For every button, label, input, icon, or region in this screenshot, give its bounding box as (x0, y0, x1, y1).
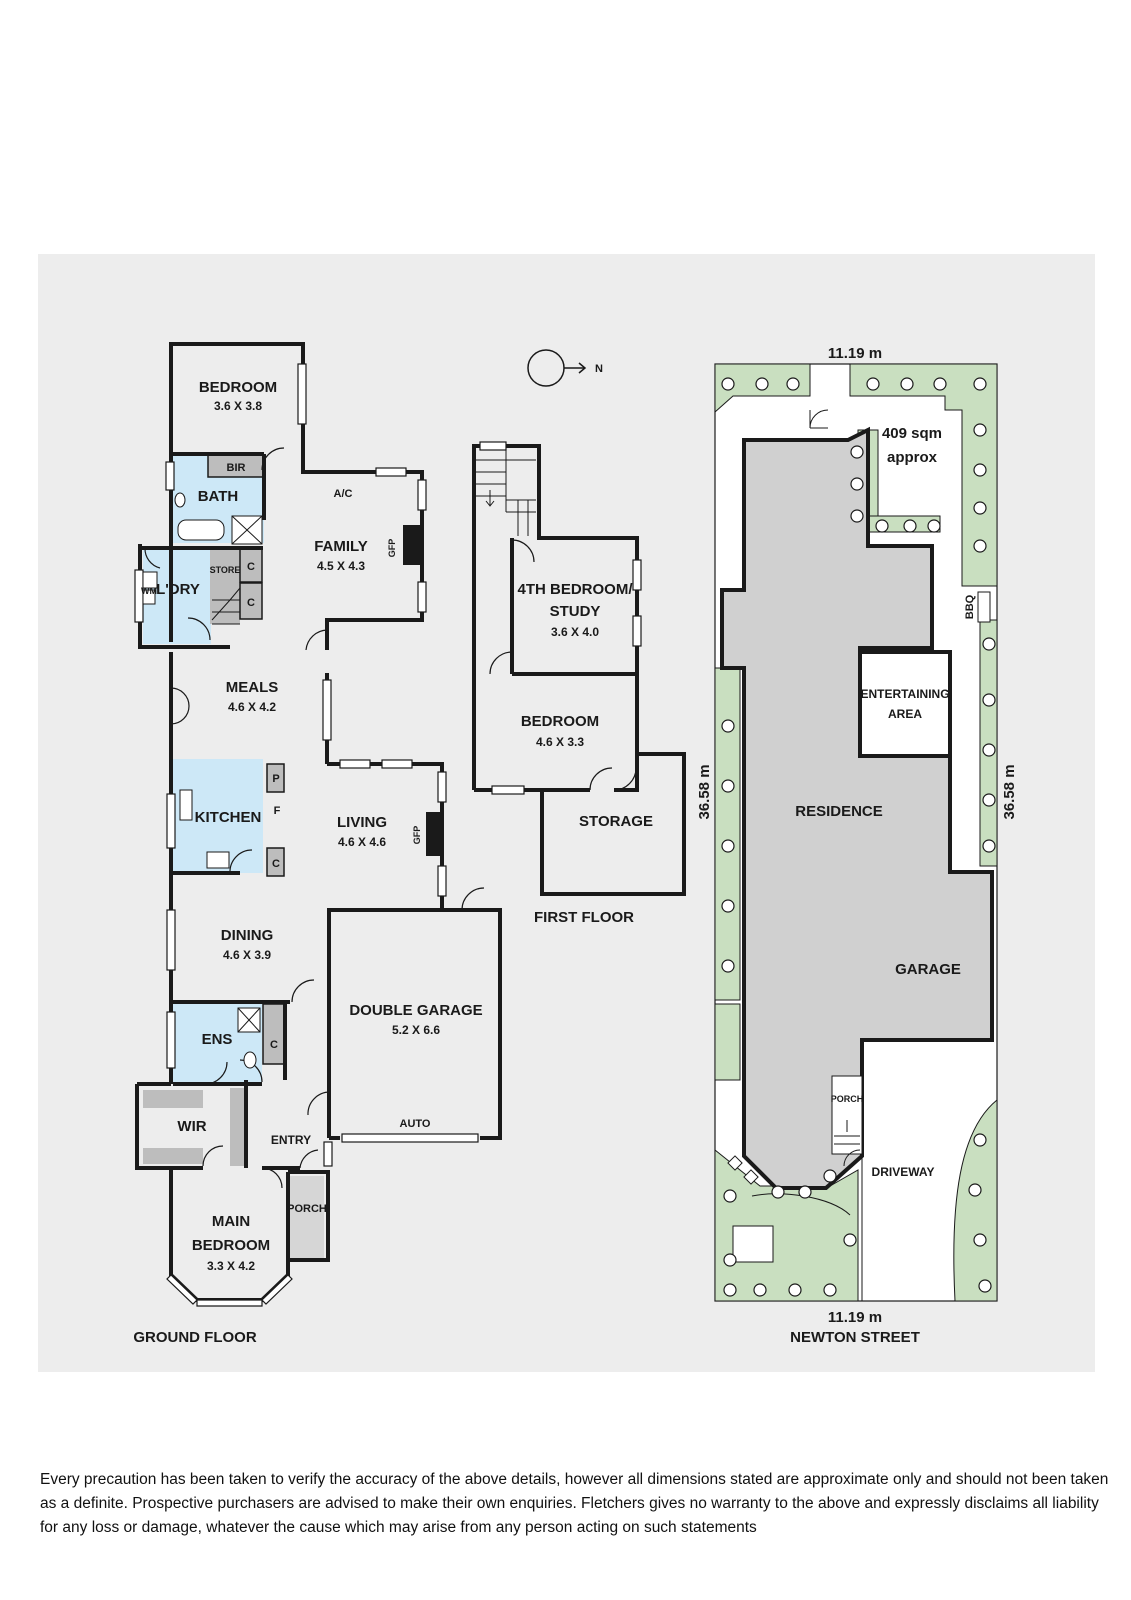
size-study: 3.6 X 4.0 (551, 625, 599, 639)
pantry (266, 763, 285, 793)
label-bbq: BBQ (964, 594, 976, 619)
bbq-unit (977, 591, 991, 623)
fireplace-living (426, 812, 443, 856)
site-plan: 11.19 m 409 sqm approx BBQ ENTERTAINING … (696, 345, 1018, 1346)
street-name: NEWTON STREET (790, 1329, 920, 1346)
label-gfp-family: GFP (387, 539, 397, 558)
label-store: STORE (210, 565, 241, 575)
size-main-bedroom: 3.3 X 4.2 (207, 1259, 255, 1273)
label-ac: A/C (334, 488, 353, 500)
compass-north-label: N (595, 363, 603, 375)
site-top-dimension: 11.19 m (828, 345, 882, 362)
site-right-dimension: 36.58 m (1001, 764, 1018, 819)
label-residence: RESIDENCE (795, 803, 883, 820)
label-bir: BIR (227, 462, 246, 474)
size-double-garage: 5.2 X 6.6 (392, 1023, 440, 1037)
disclaimer-text: Every precaution has been taken to verif… (40, 1471, 1109, 1536)
label-pantry: P (272, 773, 279, 785)
label-laundry: L'DRY (156, 581, 200, 598)
residence-footprint (720, 426, 994, 1190)
label-fridge: F (274, 805, 281, 817)
site-left-dimension: 36.58 m (696, 764, 713, 819)
cupboard-3 (266, 847, 285, 877)
label-entry: ENTRY (271, 1133, 311, 1147)
label-c1: C (247, 561, 255, 573)
size-dining: 4.6 X 3.9 (223, 948, 271, 962)
label-gfp-living: GFP (412, 826, 422, 845)
label-study-2: STUDY (550, 603, 601, 620)
label-c2: C (247, 597, 255, 609)
cupboard-2 (239, 582, 263, 620)
ground-floor-plan: BEDROOM 3.6 X 3.8 BIR BATH A/C FAMILY 4.… (133, 342, 502, 1346)
store-area (210, 548, 240, 624)
label-main-bedroom-1: MAIN (212, 1213, 250, 1230)
label-site-garage: GARAGE (895, 961, 961, 978)
label-dining: DINING (221, 927, 274, 944)
site-area-note: approx (887, 449, 938, 466)
label-storage: STORAGE (579, 813, 653, 830)
first-floor-plan: 4TH BEDROOM/ STUDY 3.6 X 4.0 BEDROOM 4.6… (472, 441, 686, 926)
label-c4: C (270, 1039, 278, 1051)
porch-area (288, 1176, 324, 1258)
size-ff-bedroom: 4.6 X 3.3 (536, 735, 584, 749)
first-floor-title: FIRST FLOOR (534, 909, 634, 926)
label-living: LIVING (337, 814, 387, 831)
entertaining-area (858, 650, 952, 758)
label-meals: MEALS (226, 679, 279, 696)
label-study-1: 4TH BEDROOM/ (517, 581, 633, 598)
cupboard-4 (262, 1003, 286, 1065)
size-living: 4.6 X 4.6 (338, 835, 386, 849)
site-bottom-dimension: 11.19 m (828, 1309, 882, 1326)
wir-shelf-2 (143, 1148, 203, 1164)
label-site-porch: PORCH (831, 1094, 864, 1104)
label-wm: WM (141, 586, 157, 596)
label-entertaining-2: AREA (888, 707, 922, 721)
label-auto: AUTO (400, 1118, 431, 1130)
wir-shelf-3 (230, 1088, 246, 1166)
label-main-bedroom-2: BEDROOM (192, 1237, 270, 1254)
label-driveway: DRIVEWAY (872, 1165, 935, 1179)
site-area-value: 409 sqm (882, 425, 942, 442)
label-bath: BATH (198, 488, 239, 505)
fireplace-family (403, 525, 421, 565)
label-porch: PORCH (287, 1203, 327, 1215)
label-ff-bedroom: BEDROOM (521, 713, 599, 730)
wir-shelf-1 (143, 1090, 203, 1108)
size-meals: 4.6 X 4.2 (228, 700, 276, 714)
label-double-garage: DOUBLE GARAGE (349, 1002, 482, 1019)
label-kitchen: KITCHEN (195, 809, 262, 826)
size-family: 4.5 X 4.3 (317, 559, 365, 573)
label-c3: C (272, 858, 280, 870)
label-ensuite: ENS (202, 1031, 233, 1048)
label-family: FAMILY (314, 538, 368, 555)
size-bedroom: 3.6 X 3.8 (214, 399, 262, 413)
label-bedroom: BEDROOM (199, 379, 277, 396)
north-compass: N (527, 349, 603, 387)
ground-floor-title: GROUND FLOOR (133, 1329, 256, 1346)
label-wir: WIR (177, 1118, 206, 1135)
label-entertaining-1: ENTERTAINING (860, 687, 949, 701)
